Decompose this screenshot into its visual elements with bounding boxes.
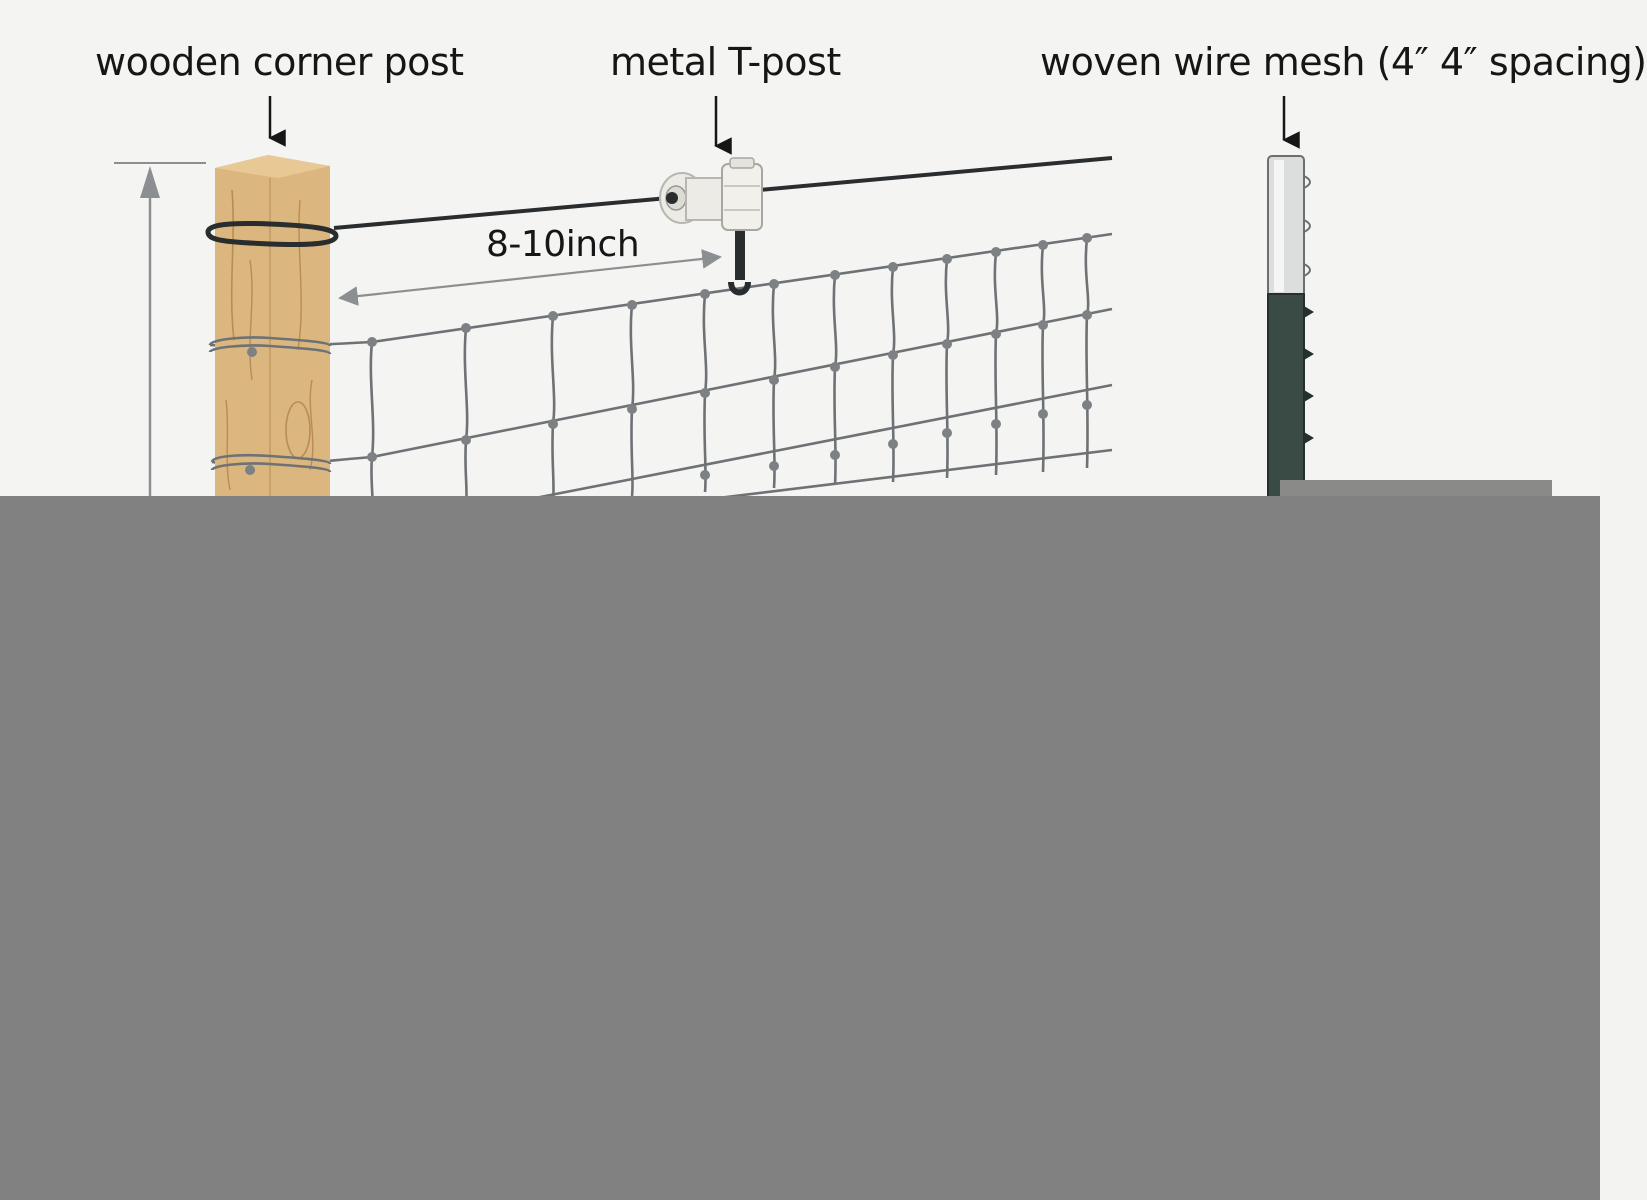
woven-wire-mesh (209, 232, 1113, 532)
fence-illustration (114, 96, 1314, 532)
distance-dimension-arrow (338, 249, 722, 306)
occluded-region (0, 496, 1600, 1200)
label-wire-distance: 8-10inch (486, 224, 640, 265)
wire-insulator (659, 157, 763, 296)
wooden-corner-post (205, 155, 339, 500)
label-metal-t-post: metal T-post (610, 40, 841, 84)
metal-t-post (1267, 155, 1314, 505)
label-woven-wire-mesh: woven wire mesh (4″ 4″ spacing) (1040, 40, 1647, 84)
label-wooden-corner-post: wooden corner post (95, 40, 464, 84)
top-wire (333, 156, 1113, 230)
mesh-knots (367, 233, 1092, 480)
occlusion-edge (1280, 480, 1552, 500)
height-dimension-line (114, 162, 206, 500)
fence-diagram: wooden corner post metal T-post woven wi… (0, 40, 1647, 1200)
